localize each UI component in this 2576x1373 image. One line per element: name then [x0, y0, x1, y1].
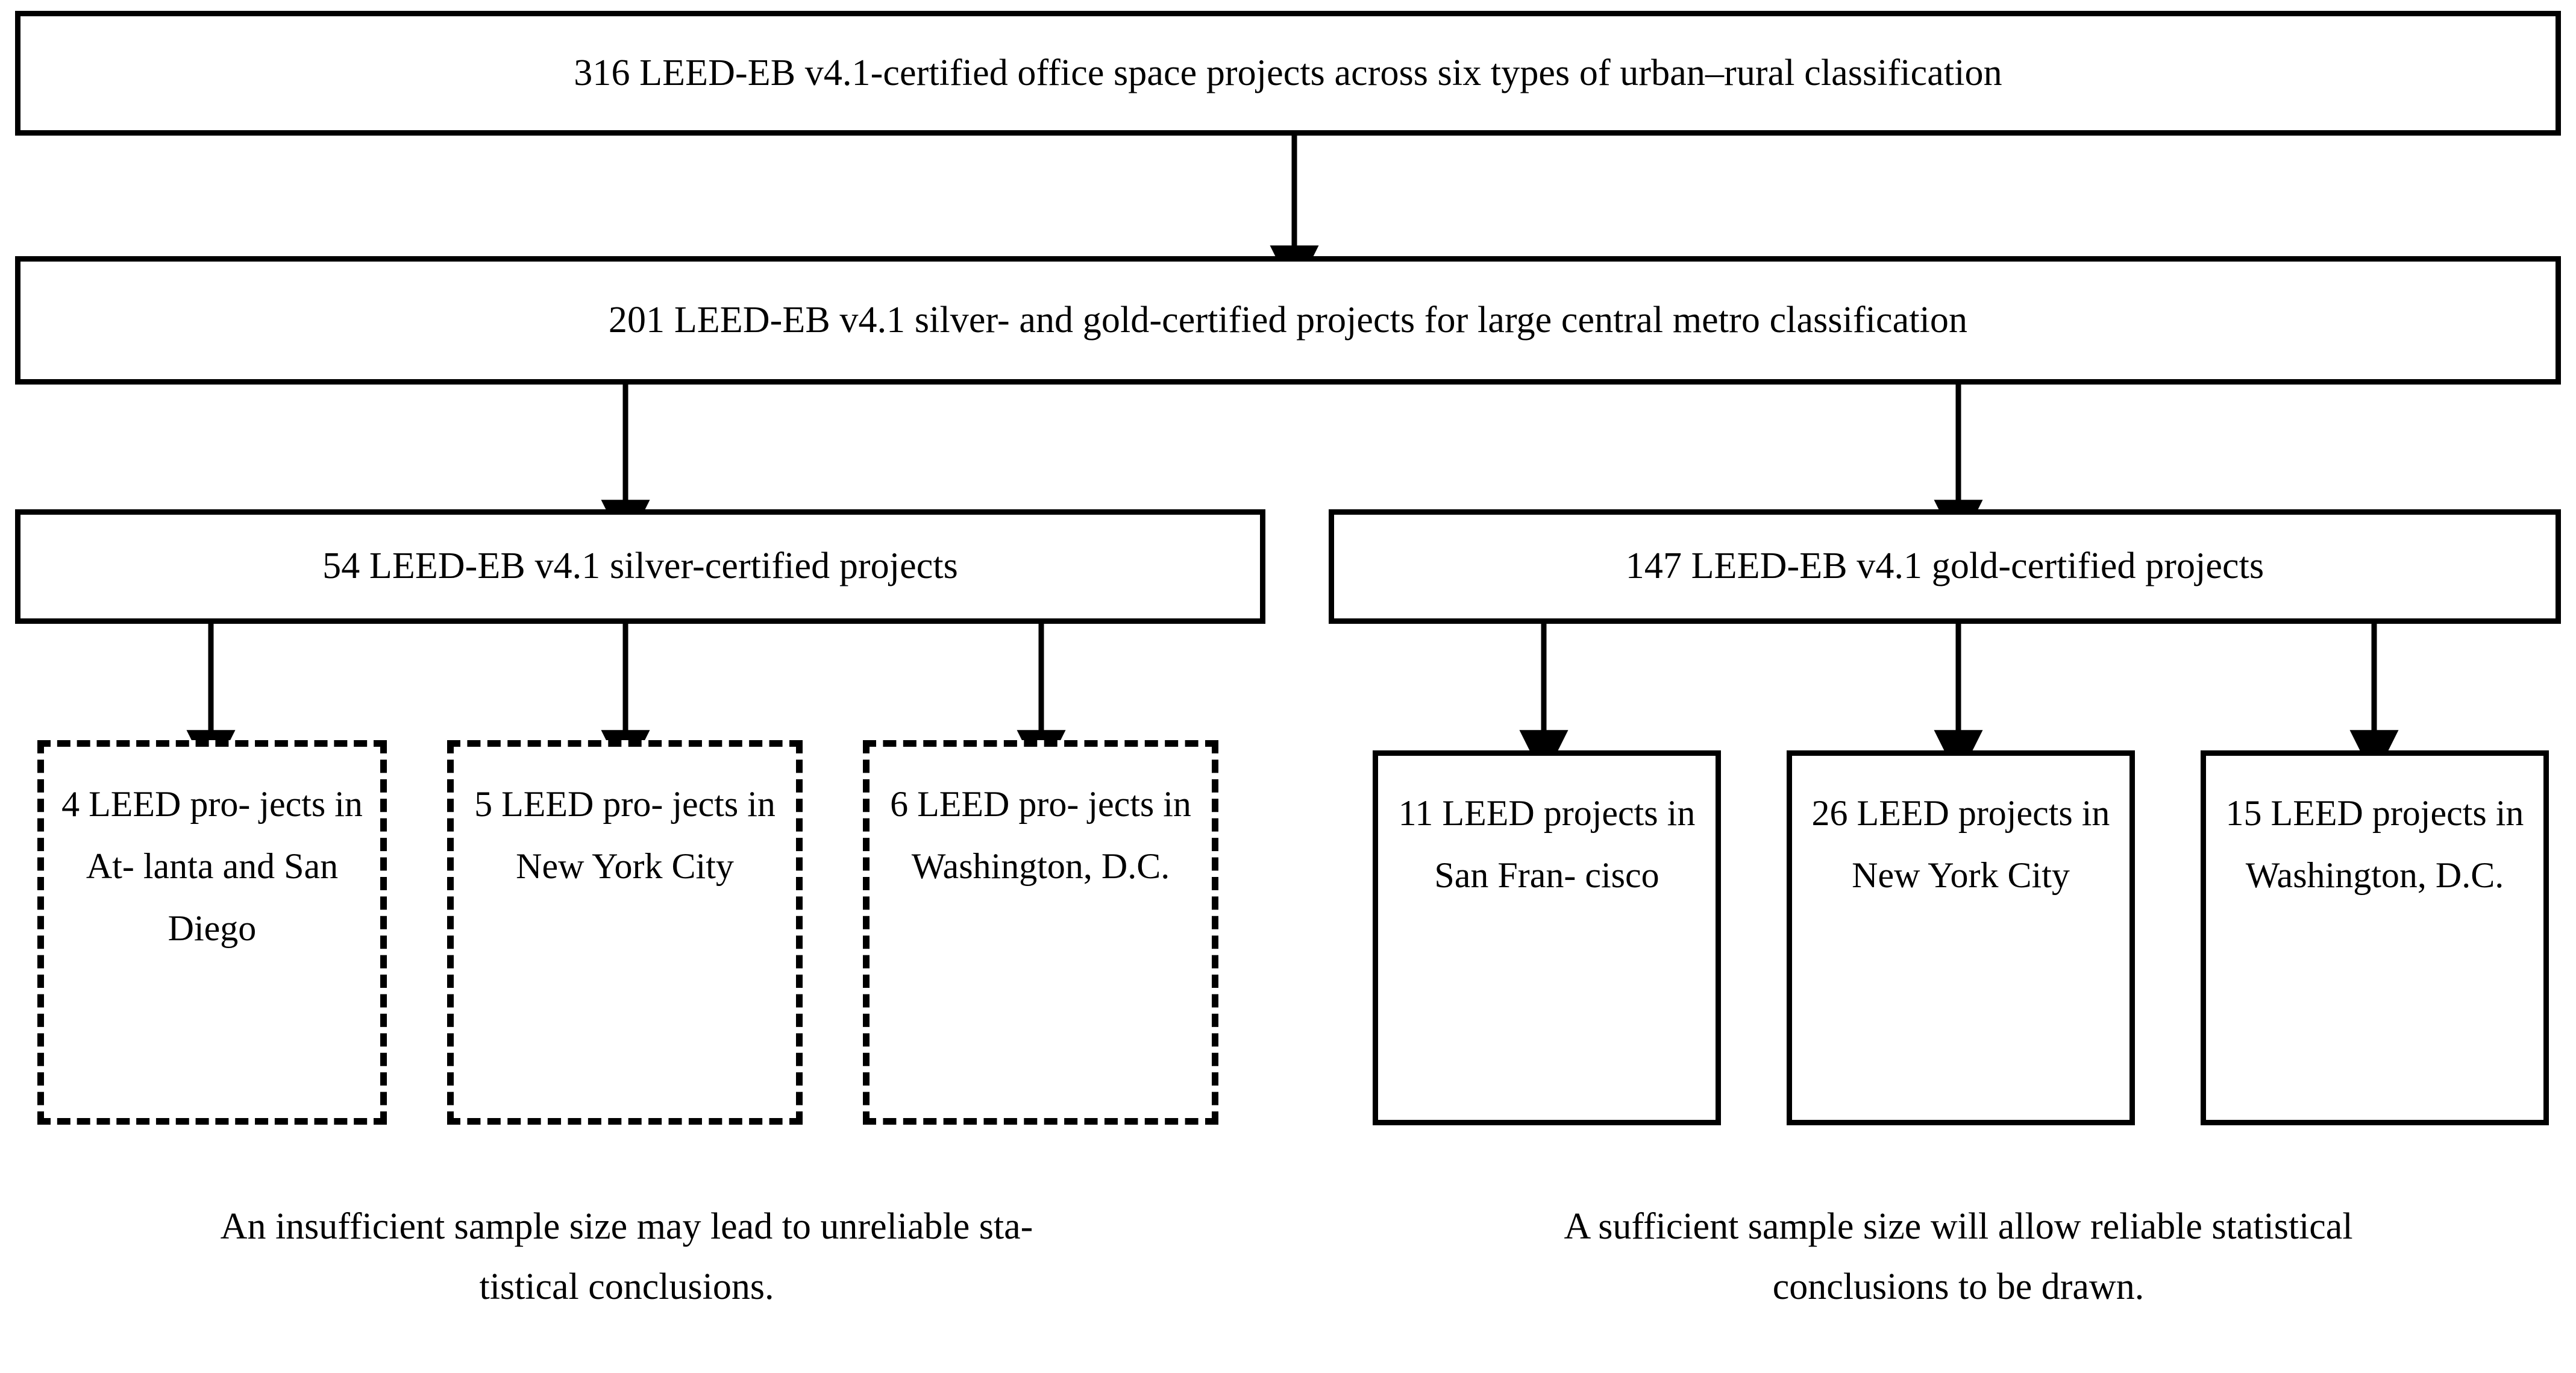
leaf-line: 11 LEED	[1398, 793, 1535, 833]
leaf-line: D.C.	[1101, 846, 1170, 887]
leaf-gold-washington-dc-label: 15 LEED projects in Washington, D.C.	[2206, 756, 2543, 906]
leaf-line: projects in	[1958, 793, 2110, 833]
leaf-gold-new-york-city: 26 LEED projects in New York City	[1787, 750, 2135, 1125]
leaf-line: 6 LEED pro-	[890, 784, 1079, 824]
leaf-silver-washington-dc: 6 LEED pro- jects in Washington, D.C.	[863, 740, 1218, 1125]
leaf-gold-san-francisco-label: 11 LEED projects in San Fran- cisco	[1378, 756, 1716, 906]
caption-left-line-2: tistical conclusions.	[479, 1266, 774, 1308]
leaf-line: cisco	[1585, 855, 1659, 896]
leaf-line: projects in	[2372, 793, 2524, 833]
leaf-silver-new-york-city: 5 LEED pro- jects in New York City	[447, 740, 803, 1125]
leaf-line: 5 LEED pro-	[474, 784, 663, 824]
leaf-silver-new-york-city-label: 5 LEED pro- jects in New York City	[454, 747, 796, 897]
node-gold-certified-label: 147 LEED-EB v4.1 gold-certified projects	[1625, 545, 2264, 587]
leaf-gold-washington-dc: 15 LEED projects in Washington, D.C.	[2201, 750, 2549, 1125]
caption-insufficient-sample: An insufficient sample size may lead to …	[36, 1196, 1217, 1318]
caption-left-line-1: An insufficient sample size may lead to …	[220, 1206, 1033, 1247]
leaf-line: 26 LEED	[1811, 793, 1949, 833]
node-gold-certified: 147 LEED-EB v4.1 gold-certified projects	[1329, 509, 2561, 624]
node-total-projects: 316 LEED-EB v4.1-certified office space …	[15, 11, 2561, 136]
node-large-central-metro-label: 201 LEED-EB v4.1 silver- and gold-certif…	[608, 299, 1968, 341]
leaf-line: projects in	[1543, 793, 1696, 833]
leaf-line: City	[2007, 855, 2070, 896]
leaf-line: lanta and	[143, 846, 275, 887]
node-total-projects-label: 316 LEED-EB v4.1-certified office space …	[574, 52, 2002, 93]
leaf-line: San Diego	[168, 846, 339, 949]
caption-right-line-2: conclusions to be drawn.	[1772, 1266, 2145, 1308]
caption-right-line-1: A sufficient sample size will allow reli…	[1564, 1206, 2353, 1247]
leaf-gold-new-york-city-label: 26 LEED projects in New York City	[1792, 756, 2129, 906]
leaf-line: D.C.	[2435, 855, 2504, 896]
node-large-central-metro: 201 LEED-EB v4.1 silver- and gold-certif…	[15, 256, 2561, 385]
leaf-line: York City	[592, 846, 734, 887]
node-silver-certified-label: 54 LEED-EB v4.1 silver-certified project…	[322, 545, 958, 587]
leaf-silver-washington-dc-label: 6 LEED pro- jects in Washington, D.C.	[870, 747, 1212, 897]
leaf-line: jects in New	[516, 784, 776, 887]
leaf-line: New York	[1852, 855, 1999, 896]
leaf-silver-atlanta-san-diego-label: 4 LEED pro- jects in At- lanta and San D…	[44, 747, 380, 960]
leaf-line: Washington,	[911, 846, 1092, 887]
leaf-silver-atlanta-san-diego: 4 LEED pro- jects in At- lanta and San D…	[37, 740, 387, 1125]
caption-sufficient-sample: A sufficient sample size will allow reli…	[1362, 1196, 2555, 1318]
leaf-line: Washington,	[2245, 855, 2427, 896]
leaf-gold-san-francisco: 11 LEED projects in San Fran- cisco	[1373, 750, 1721, 1125]
leaf-line: 4 LEED pro-	[61, 784, 251, 824]
node-silver-certified: 54 LEED-EB v4.1 silver-certified project…	[15, 509, 1265, 624]
leaf-line: 15 LEED	[2225, 793, 2363, 833]
leaf-line: San Fran-	[1434, 855, 1576, 896]
leaf-line: jects in	[1088, 784, 1191, 824]
leaf-line: jects in At-	[86, 784, 363, 887]
